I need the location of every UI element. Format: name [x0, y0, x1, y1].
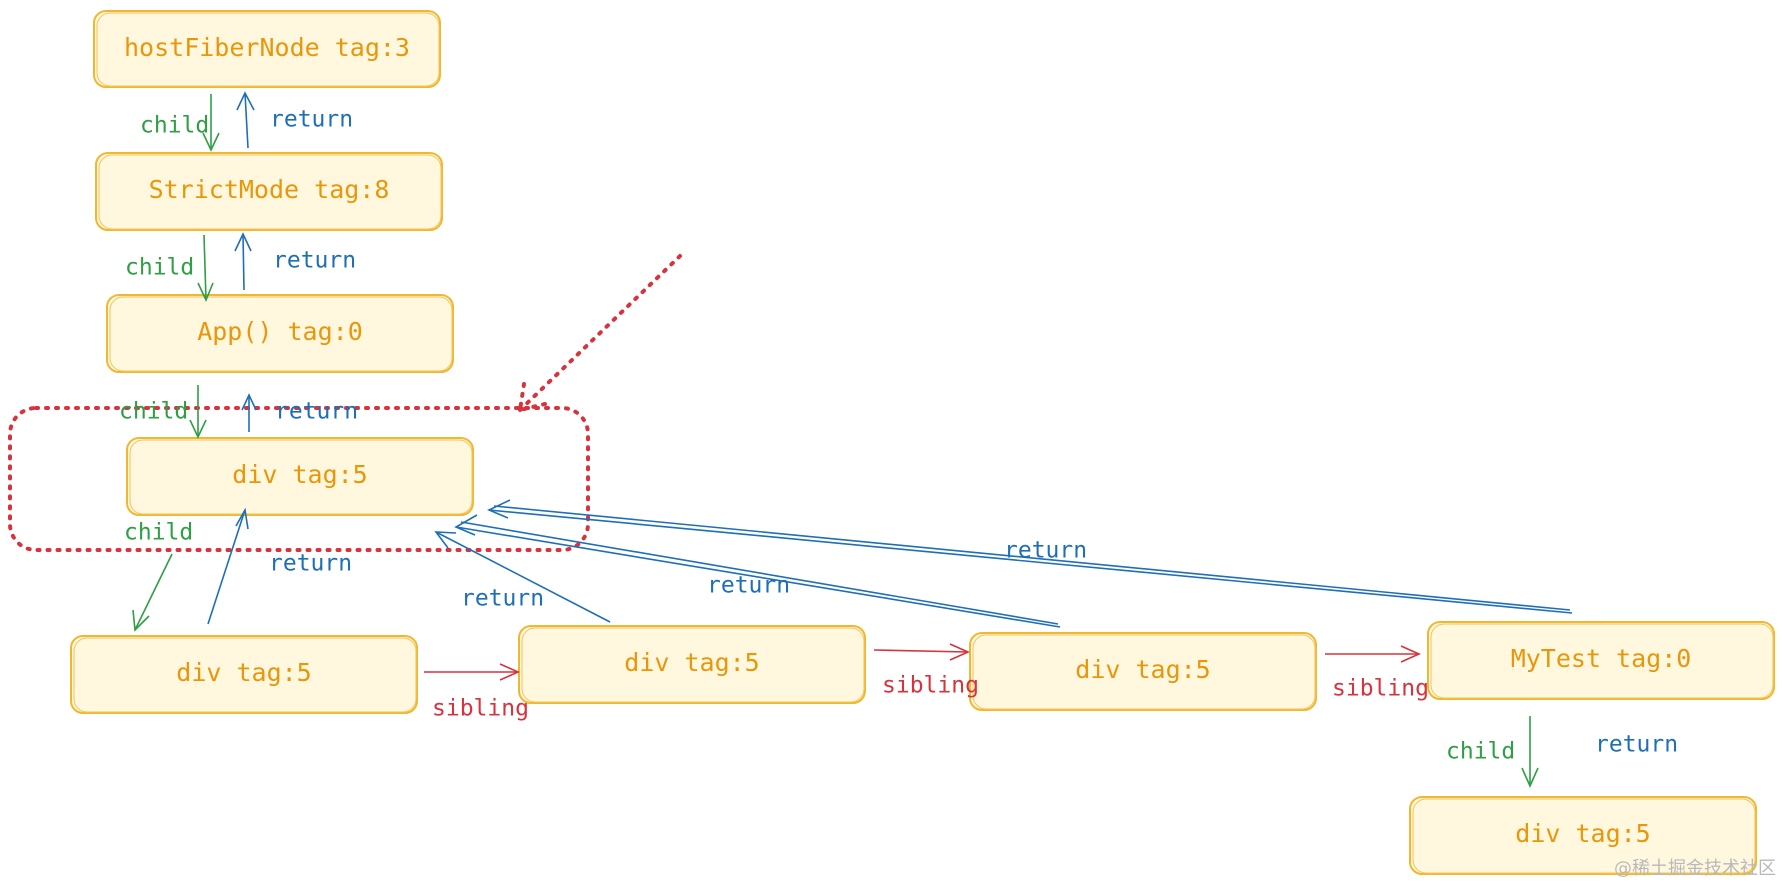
return-edges — [207, 91, 1573, 628]
label-return-1: return — [270, 107, 353, 133]
child-arrow-strict-app — [203, 234, 207, 301]
return-arrow-div-2-div-root — [435, 531, 611, 623]
node-div-2-label: div tag:5 — [624, 648, 759, 677]
return-arrow-strict-host — [244, 92, 249, 149]
sibling-arrow-div-2-div-3 — [873, 649, 969, 653]
node-strict-mode: StrictMode tag:8 — [95, 152, 443, 231]
node-app-label: App() tag:0 — [197, 317, 363, 346]
node-my-test: MyTest tag:0 — [1427, 621, 1775, 700]
node-host-fiber: hostFiberNode tag:3 — [93, 10, 441, 88]
child-edges — [132, 94, 1539, 788]
highlight-group — [8, 254, 682, 552]
highlight-pointer-head — [517, 382, 547, 413]
edge-labels: child return child return child return c… — [119, 107, 1678, 765]
node-div-3-label: div tag:5 — [1075, 655, 1210, 684]
highlight-pointer-line — [518, 254, 682, 412]
label-child-3: child — [119, 399, 188, 425]
label-return-6: return — [707, 573, 790, 599]
node-div-root: div tag:5 — [126, 437, 474, 516]
label-return-3: return — [275, 399, 358, 425]
node-strict-mode-label: StrictMode tag:8 — [149, 175, 390, 204]
highlight-region — [8, 406, 590, 552]
node-div-2: div tag:5 — [518, 625, 866, 704]
label-return-8: return — [1595, 732, 1678, 758]
return-arrow-app-strict — [242, 233, 245, 291]
label-return-4: return — [269, 551, 352, 577]
return-arrow-div-3-div-root — [455, 521, 1061, 628]
label-return-5: return — [461, 586, 544, 612]
child-arrow-div-root-div-1 — [134, 553, 173, 631]
label-child-4: child — [124, 520, 193, 546]
label-sibling-1: sibling — [432, 696, 529, 722]
node-my-test-label: MyTest tag:0 — [1511, 644, 1692, 673]
node-host-fiber-label: hostFiberNode tag:3 — [124, 33, 410, 62]
node-app: App() tag:0 — [106, 294, 454, 373]
return-arrow-mytest-div-root — [488, 505, 1573, 614]
label-child-2: child — [125, 255, 194, 281]
label-sibling-2: sibling — [882, 673, 979, 699]
node-div-inner: div tag:5 — [1409, 796, 1757, 875]
return-arrow-div-1-div-root — [207, 509, 246, 625]
node-div-1-label: div tag:5 — [176, 658, 311, 687]
node-div-inner-label: div tag:5 — [1515, 819, 1650, 848]
node-div-3: div tag:5 — [969, 632, 1317, 711]
node-div-root-label: div tag:5 — [232, 460, 367, 489]
label-return-2: return — [273, 248, 356, 274]
node-div-1: div tag:5 — [70, 635, 418, 714]
label-sibling-3: sibling — [1332, 676, 1429, 702]
watermark-text: @稀土掘金技术社区 — [1614, 858, 1776, 879]
label-return-7: return — [1004, 538, 1087, 564]
sibling-edges — [424, 643, 1421, 681]
label-child-5: child — [1446, 739, 1515, 765]
label-child-1: child — [140, 113, 209, 139]
